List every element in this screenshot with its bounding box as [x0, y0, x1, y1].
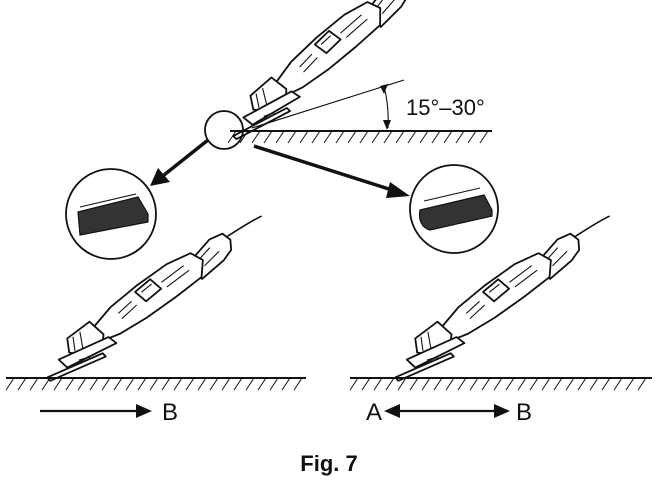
angle-indicator	[251, 79, 405, 130]
detail-view-left	[65, 168, 157, 260]
bottom-right-end-label: B	[516, 399, 532, 426]
angle-label: 15°–30°	[406, 95, 485, 120]
detail-arrow-left	[150, 138, 210, 186]
bottom-left-direction-arrow	[40, 404, 152, 418]
detail-view-right	[409, 164, 499, 254]
bottom-left-ground-surface	[5, 377, 306, 391]
bottom-right-start-label: A	[366, 399, 382, 426]
figure-caption: Fig. 7	[300, 451, 357, 476]
detail-arrow-right	[253, 144, 410, 198]
top-ground-surface	[227, 130, 492, 144]
bottom-left-grinder-illustration	[19, 215, 290, 383]
bottom-right-direction-arrow	[384, 404, 510, 418]
bottom-right-ground-surface	[349, 377, 652, 391]
bottom-left-end-label: B	[162, 399, 178, 426]
detail-circle	[204, 110, 244, 150]
bottom-right-grinder-illustration	[367, 215, 638, 383]
